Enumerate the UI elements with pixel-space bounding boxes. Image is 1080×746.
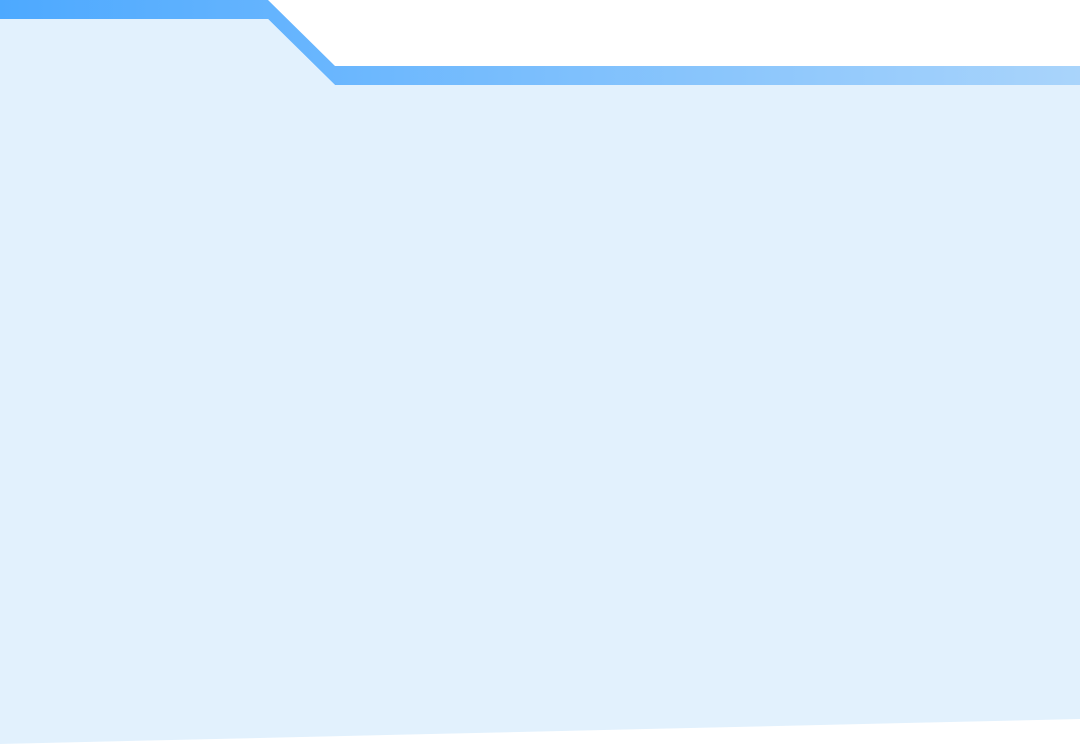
folder-body xyxy=(0,19,1080,744)
folder-tab xyxy=(0,0,1080,85)
